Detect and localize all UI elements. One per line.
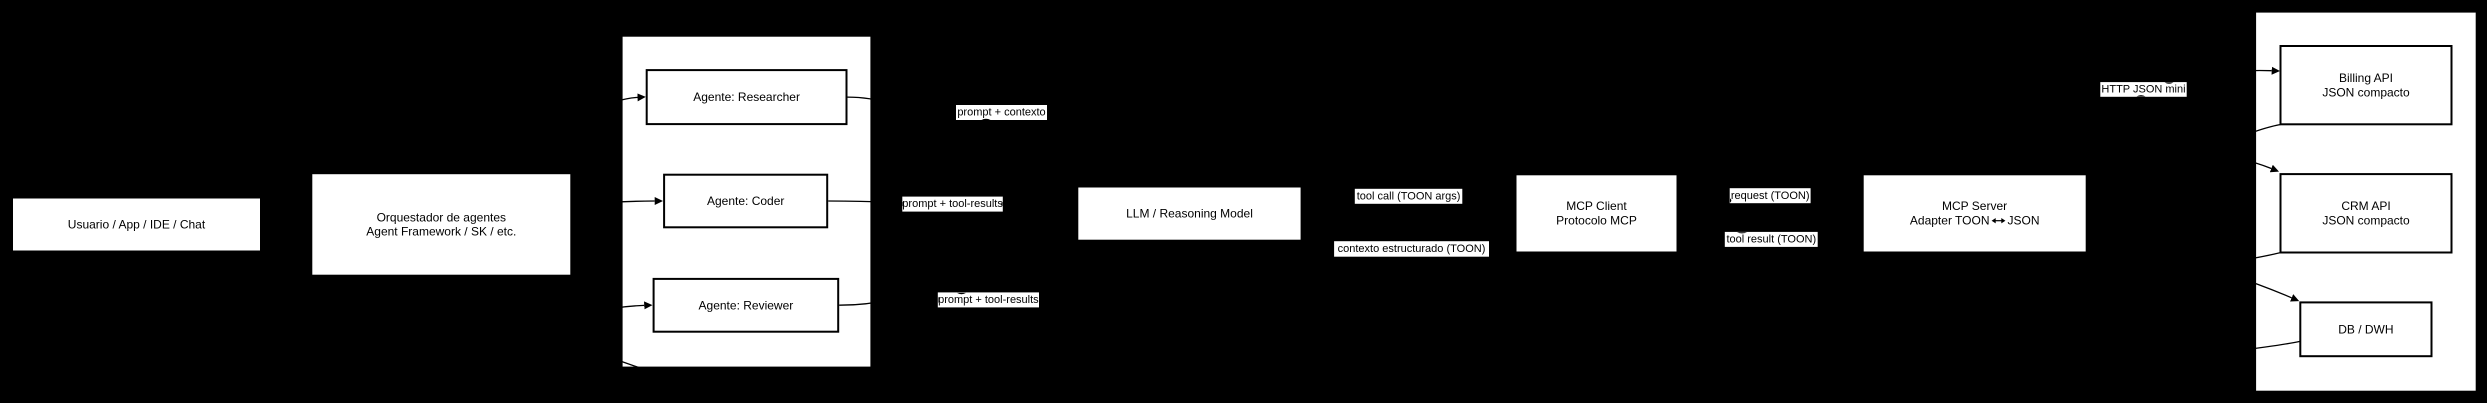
svg-text:JSON compacto: JSON compacto <box>2322 214 2410 228</box>
svg-text:request (TOON): request (TOON) <box>1731 190 1810 202</box>
svg-text:tool result (TOON): tool result (TOON) <box>1726 233 1816 245</box>
svg-text:CRM API: CRM API <box>2341 199 2390 213</box>
svg-text:LLM / Reasoning Model: LLM / Reasoning Model <box>1126 207 1253 221</box>
svg-text:Billing API: Billing API <box>2339 71 2393 85</box>
svg-text:prompt + tool-results: prompt + tool-results <box>902 198 1003 210</box>
svg-text:Agente: Coder: Agente: Coder <box>707 194 784 208</box>
svg-text:Orquestador de agentes: Orquestador de agentes <box>377 210 506 224</box>
svg-text:JSON compacto: JSON compacto <box>2322 85 2410 99</box>
svg-text:Adapter TOON: Adapter TOON <box>1910 214 1990 228</box>
svg-text:prompt + tool-results: prompt + tool-results <box>938 294 1039 306</box>
svg-text:Agente: Researcher: Agente: Researcher <box>693 90 800 104</box>
svg-text:Agente: Reviewer: Agente: Reviewer <box>699 298 794 312</box>
svg-text:tool call (TOON args): tool call (TOON args) <box>1357 191 1461 203</box>
svg-text:DB / DWH: DB / DWH <box>2338 322 2393 336</box>
svg-text:Agent Framework / SK / etc.: Agent Framework / SK / etc. <box>366 225 516 239</box>
svg-text:prompt + contexto: prompt + contexto <box>957 107 1045 119</box>
svg-text:contexto estructurado (TOON): contexto estructurado (TOON) <box>1338 243 1486 255</box>
svg-text:HTTP JSON mini: HTTP JSON mini <box>2101 84 2185 96</box>
svg-text:Usuario / App / IDE / Chat: Usuario / App / IDE / Chat <box>68 218 206 232</box>
svg-text:Protocolo MCP: Protocolo MCP <box>1556 214 1637 228</box>
svg-text:MCP Server: MCP Server <box>1942 199 2007 213</box>
svg-text:JSON: JSON <box>2008 214 2040 228</box>
svg-text:MCP Client: MCP Client <box>1566 199 1627 213</box>
